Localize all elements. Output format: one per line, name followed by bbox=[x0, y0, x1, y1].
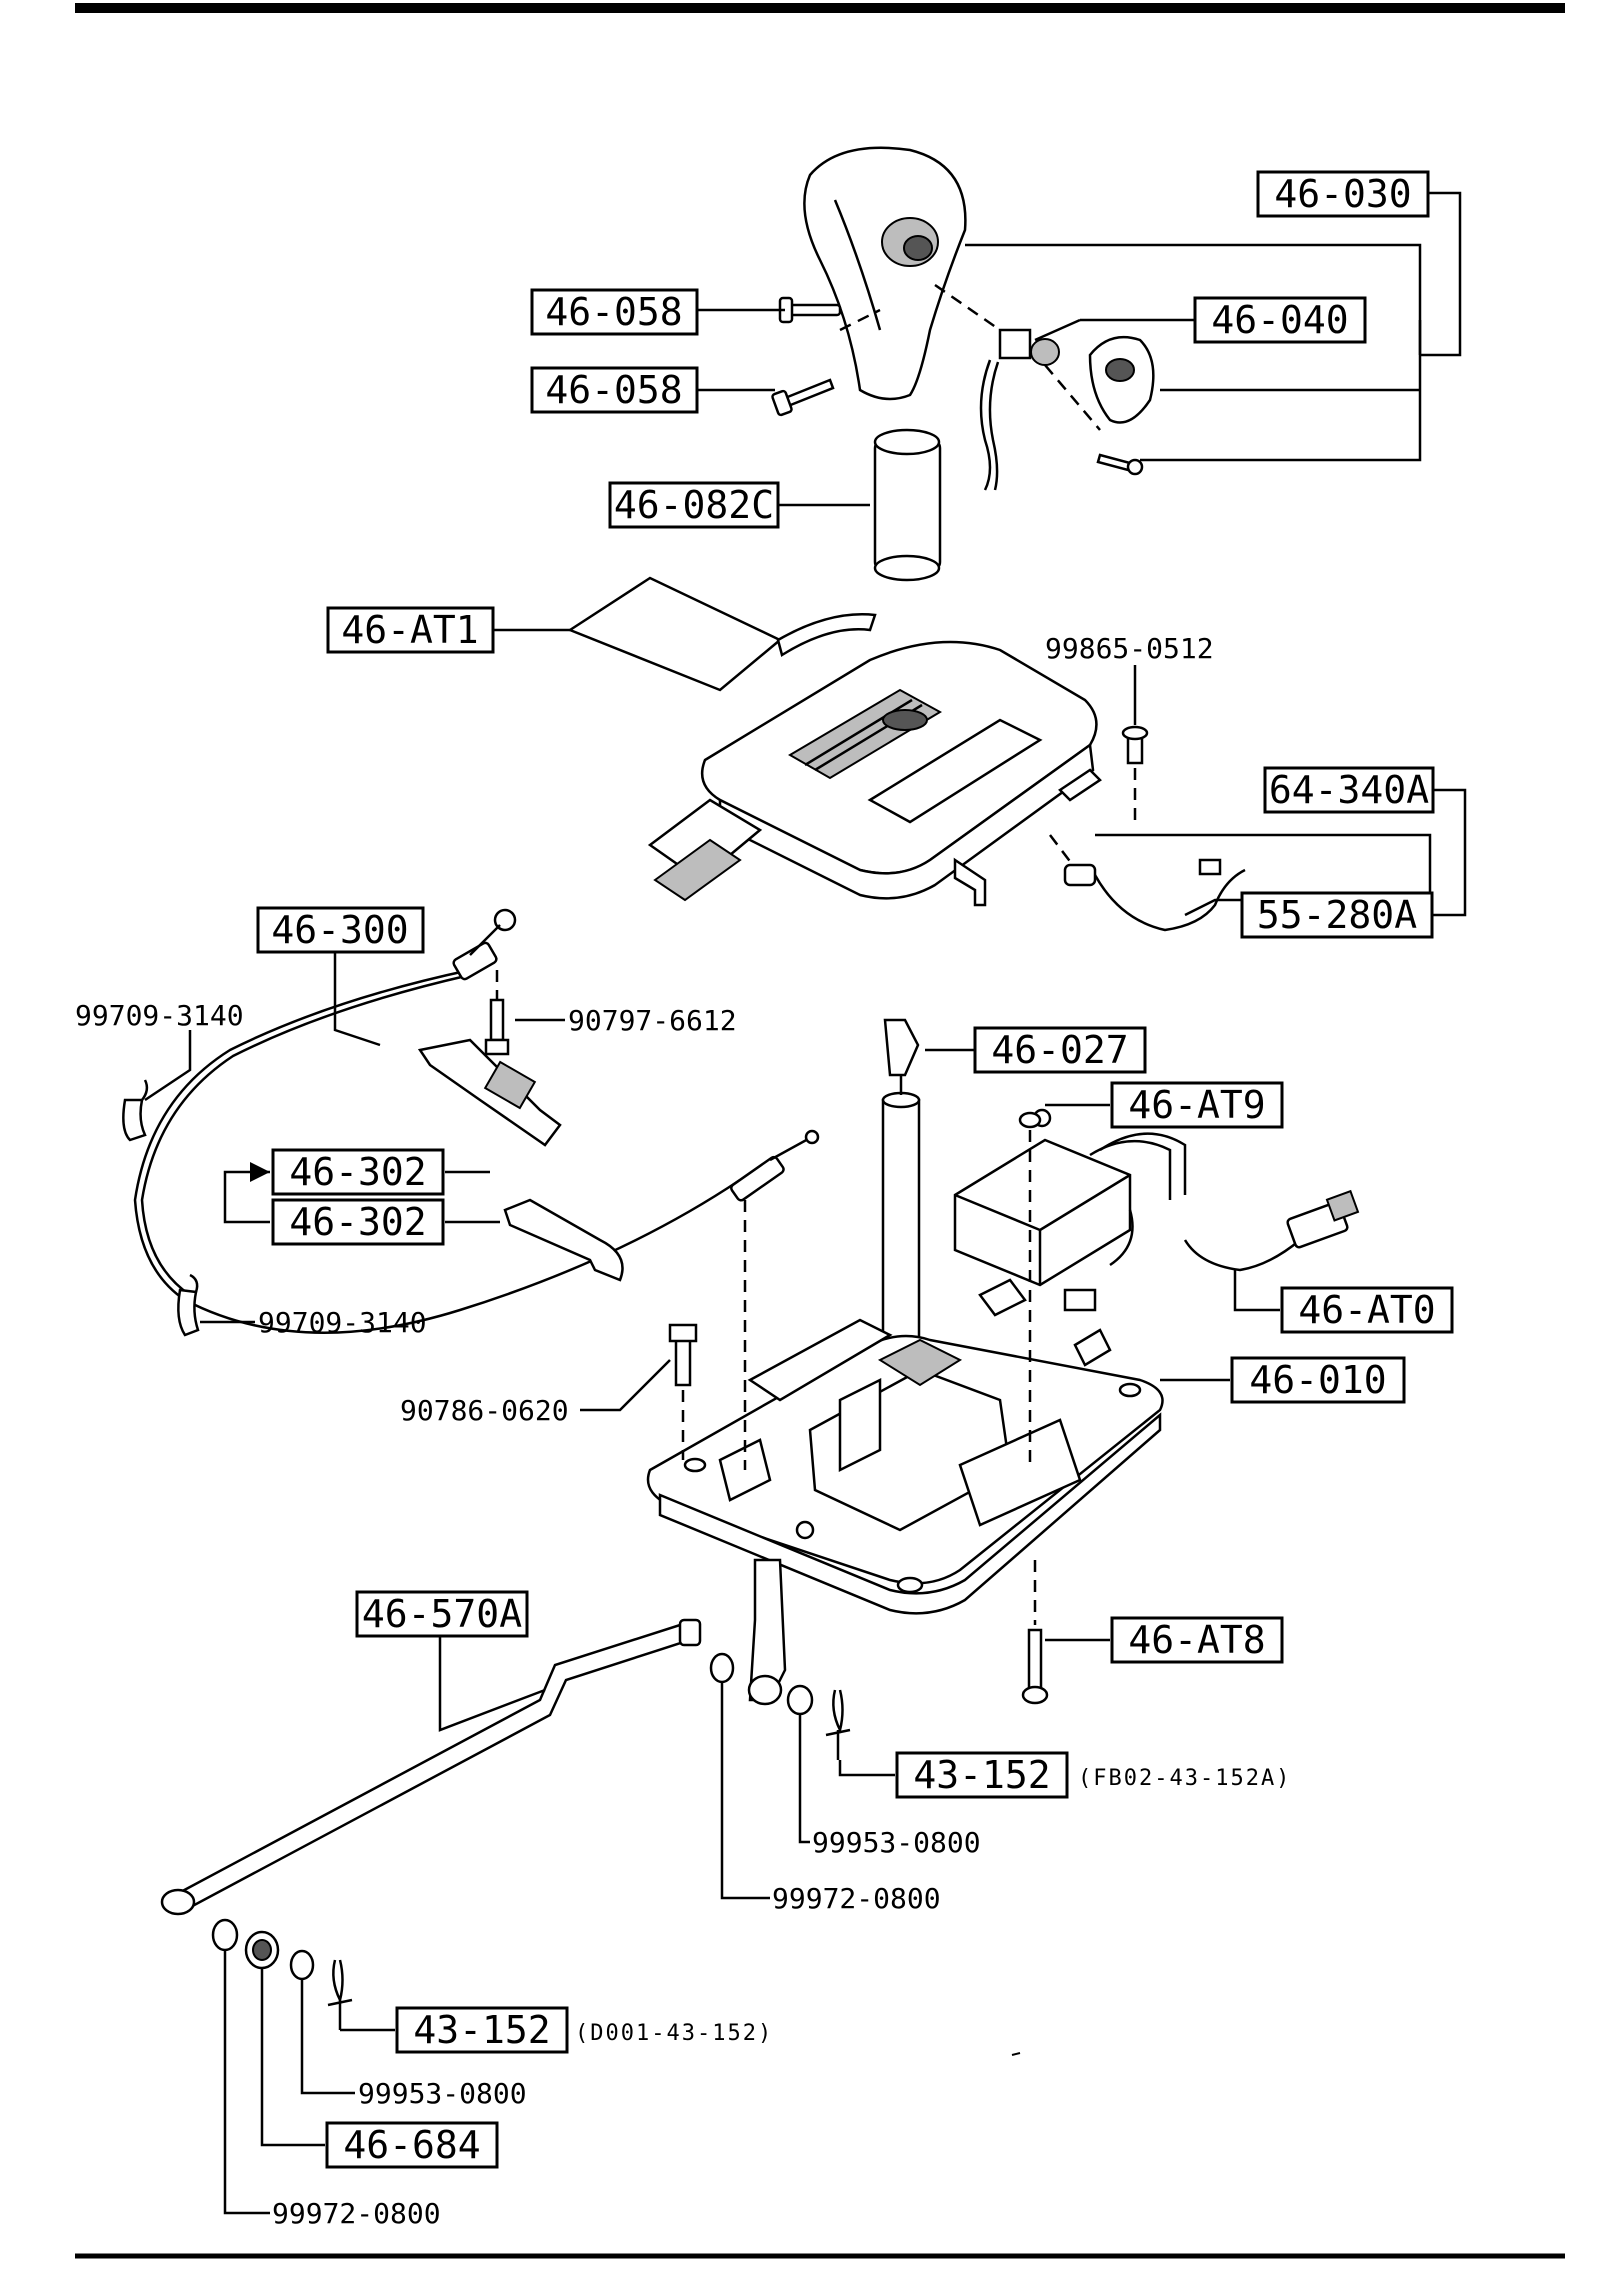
callout-46-302-b: 46-302 bbox=[271, 1198, 445, 1246]
label-46-027: 46-027 bbox=[991, 1028, 1128, 1072]
callout-46-at9: 46-AT9 bbox=[1110, 1081, 1284, 1129]
callout-46-570a: 46-570A bbox=[355, 1590, 529, 1638]
base-bolt-at9 bbox=[1018, 1111, 1042, 1129]
label-64-340a: 64-340A bbox=[1269, 768, 1429, 812]
label-55-280a: 55-280A bbox=[1257, 893, 1417, 937]
note-fb02-43-152a: (FB02-43-152A) bbox=[1078, 1766, 1291, 1791]
label-46-058-upper: 46-058 bbox=[545, 290, 682, 334]
callout-46-at1: 46-AT1 bbox=[326, 606, 495, 654]
base-bolt-90786 bbox=[668, 1323, 698, 1387]
stray-mark bbox=[1011, 2052, 1021, 2056]
label-90786-0620: 90786-0620 bbox=[400, 1394, 569, 1427]
bushing-46-684 bbox=[244, 1930, 280, 1970]
panel-screw bbox=[1121, 725, 1149, 765]
callout-43-152-b: 43-152 bbox=[395, 2006, 569, 2054]
cable-bolt-90797 bbox=[484, 998, 510, 1056]
label-99865-0512: 99865-0512 bbox=[1045, 632, 1214, 665]
panel-bulb bbox=[1063, 858, 1246, 932]
knob-dash-1 bbox=[934, 283, 1001, 332]
callout-64-340a: 64-340A bbox=[1263, 766, 1435, 814]
cable-clip-upper bbox=[122, 1079, 149, 1142]
callout-55-280a: 55-280A bbox=[1240, 891, 1434, 939]
callout-46-at8: 46-AT8 bbox=[1110, 1616, 1284, 1664]
knob-screw-lower bbox=[771, 378, 835, 417]
base-bolt-at8 bbox=[1021, 1628, 1049, 1705]
bracket-46-302-b bbox=[503, 1198, 624, 1282]
callout-46-684: 46-684 bbox=[325, 2121, 499, 2169]
knob-switch bbox=[979, 328, 1101, 491]
label-46-010: 46-010 bbox=[1249, 1358, 1386, 1402]
bracket-46-302-a bbox=[417, 1038, 562, 1147]
clip-43-152-a bbox=[825, 1689, 851, 1760]
shift-knob bbox=[803, 146, 967, 401]
callout-46-040: 46-040 bbox=[1193, 296, 1367, 344]
selector-lever bbox=[881, 1018, 921, 1382]
base-plate bbox=[646, 1278, 1164, 1615]
callout-46-010: 46-010 bbox=[1230, 1356, 1406, 1404]
callout-46-at0: 46-AT0 bbox=[1280, 1286, 1454, 1334]
shift-cable bbox=[133, 908, 820, 1334]
indicator-sheet bbox=[567, 576, 877, 692]
callout-46-300: 46-300 bbox=[256, 906, 425, 954]
callout-46-058-lower: 46-058 bbox=[530, 366, 699, 414]
washer-99972-b bbox=[211, 1918, 239, 1952]
label-99709-3140-lower: 99709-3140 bbox=[258, 1306, 427, 1339]
callout-46-082c: 46-082C bbox=[608, 481, 780, 529]
washer-99953-b bbox=[289, 1949, 315, 1981]
callout-46-302-a: 46-302 bbox=[271, 1148, 445, 1196]
washer-99953-a bbox=[786, 1684, 814, 1716]
indicator-panel bbox=[647, 640, 1102, 907]
knob-bezel bbox=[1088, 335, 1155, 424]
label-99953-0800-b: 99953-0800 bbox=[358, 2077, 527, 2110]
label-46-302-a: 46-302 bbox=[289, 1150, 426, 1194]
label-46-300: 46-300 bbox=[271, 908, 408, 952]
label-99972-0800-a: 99972-0800 bbox=[772, 1882, 941, 1915]
knob-sleeve bbox=[873, 428, 942, 582]
label-46-040: 46-040 bbox=[1211, 298, 1348, 342]
label-99709-3140-upper: 99709-3140 bbox=[75, 999, 244, 1032]
solenoid-box bbox=[953, 1108, 1187, 1287]
leader-lines bbox=[144, 191, 1467, 2215]
shift-rod bbox=[160, 1618, 702, 1916]
label-46-570a: 46-570A bbox=[362, 1592, 522, 1636]
callout-46-030: 46-030 bbox=[1256, 170, 1430, 218]
label-46-302-b: 46-302 bbox=[289, 1200, 426, 1244]
callout-46-027: 46-027 bbox=[973, 1026, 1147, 1074]
label-43-152-a: 43-152 bbox=[913, 1753, 1050, 1797]
knob-dash-2 bbox=[839, 308, 881, 332]
knob-screw-upper bbox=[778, 296, 842, 324]
label-99953-0800-a: 99953-0800 bbox=[812, 1826, 981, 1859]
label-90797-6612: 90797-6612 bbox=[568, 1004, 737, 1037]
label-43-152-b: 43-152 bbox=[413, 2008, 550, 2052]
label-46-082c: 46-082C bbox=[614, 483, 774, 527]
washer-99972-a bbox=[709, 1652, 735, 1684]
label-99972-0800-b: 99972-0800 bbox=[272, 2197, 441, 2230]
label-46-at9: 46-AT9 bbox=[1128, 1083, 1265, 1127]
label-46-at0: 46-AT0 bbox=[1298, 1288, 1435, 1332]
label-46-at1: 46-AT1 bbox=[341, 608, 478, 652]
label-46-030: 46-030 bbox=[1274, 172, 1411, 216]
harness-connector bbox=[1063, 1189, 1360, 1312]
callout-43-152-a: 43-152 bbox=[895, 1751, 1069, 1799]
cable-clip-lower bbox=[177, 1273, 200, 1337]
panel-dash-2 bbox=[1049, 834, 1076, 869]
lower-arm bbox=[747, 1558, 787, 1706]
note-d001-43-152: (D001-43-152) bbox=[575, 2021, 773, 2046]
label-46-at8: 46-AT8 bbox=[1128, 1618, 1265, 1662]
callout-46-058-upper: 46-058 bbox=[530, 288, 699, 336]
label-46-058-lower: 46-058 bbox=[545, 368, 682, 412]
clip-43-152-b bbox=[327, 1959, 353, 2030]
label-46-684: 46-684 bbox=[343, 2123, 480, 2167]
knob-screw-small bbox=[1096, 453, 1144, 476]
